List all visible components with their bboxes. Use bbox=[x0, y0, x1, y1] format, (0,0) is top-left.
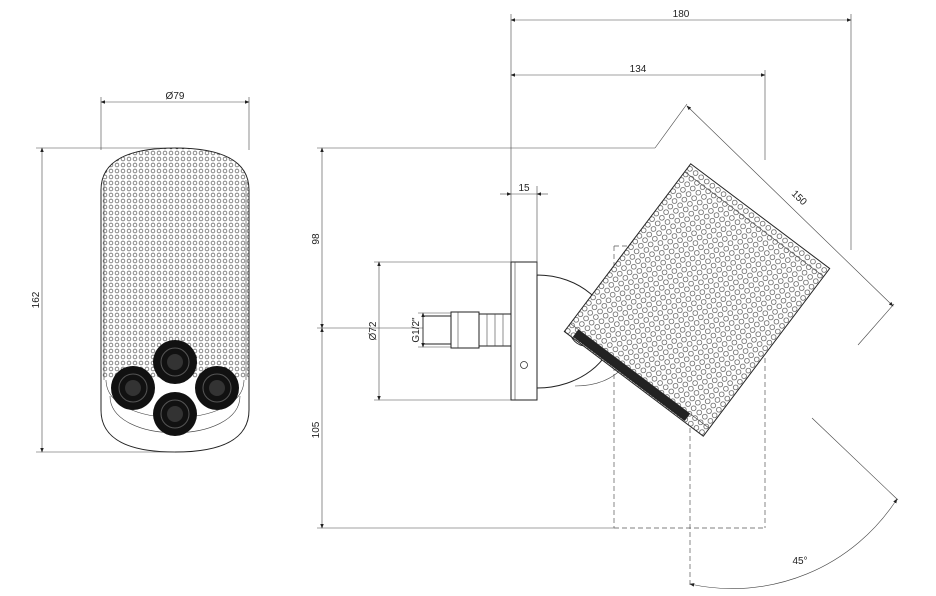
nozzle-right bbox=[195, 366, 239, 410]
nozzle-bottom bbox=[153, 392, 197, 436]
dim-flange-thickness: 15 bbox=[500, 183, 548, 275]
thread-fitting bbox=[422, 311, 512, 349]
wall-flange bbox=[510, 261, 538, 401]
total-length-label: 180 bbox=[673, 9, 690, 20]
front-diameter-label: Ø79 bbox=[166, 91, 185, 102]
dim-arm-length: 134 bbox=[510, 64, 766, 160]
dim-flange-diameter: Ø72 bbox=[368, 261, 511, 401]
tilt-angle-label: 45° bbox=[792, 556, 807, 567]
head-length-label: 150 bbox=[789, 188, 809, 208]
dim-tilt-angle: 45° bbox=[689, 417, 899, 589]
nozzle-top bbox=[153, 340, 197, 384]
flange-diameter-label: Ø72 bbox=[368, 321, 379, 340]
side-view: 180 134 150 15 98 bbox=[311, 9, 899, 589]
thread-label: G1/2" bbox=[411, 317, 422, 343]
dim-front-diameter: Ø79 bbox=[100, 91, 250, 150]
upper-height-label: 98 bbox=[311, 233, 322, 245]
front-view: Ø79 162 bbox=[31, 91, 250, 453]
flange-thickness-label: 15 bbox=[518, 183, 530, 194]
dim-heights: 98 105 bbox=[311, 147, 655, 529]
lower-height-label: 105 bbox=[311, 421, 322, 438]
dim-front-height: 162 bbox=[31, 147, 175, 453]
dim-thread: G1/2" bbox=[411, 312, 451, 348]
nozzle-left bbox=[111, 366, 155, 410]
front-height-label: 162 bbox=[31, 291, 42, 308]
arm-length-label: 134 bbox=[630, 64, 647, 75]
shower-head bbox=[563, 163, 831, 437]
nozzle-strip bbox=[572, 329, 691, 421]
